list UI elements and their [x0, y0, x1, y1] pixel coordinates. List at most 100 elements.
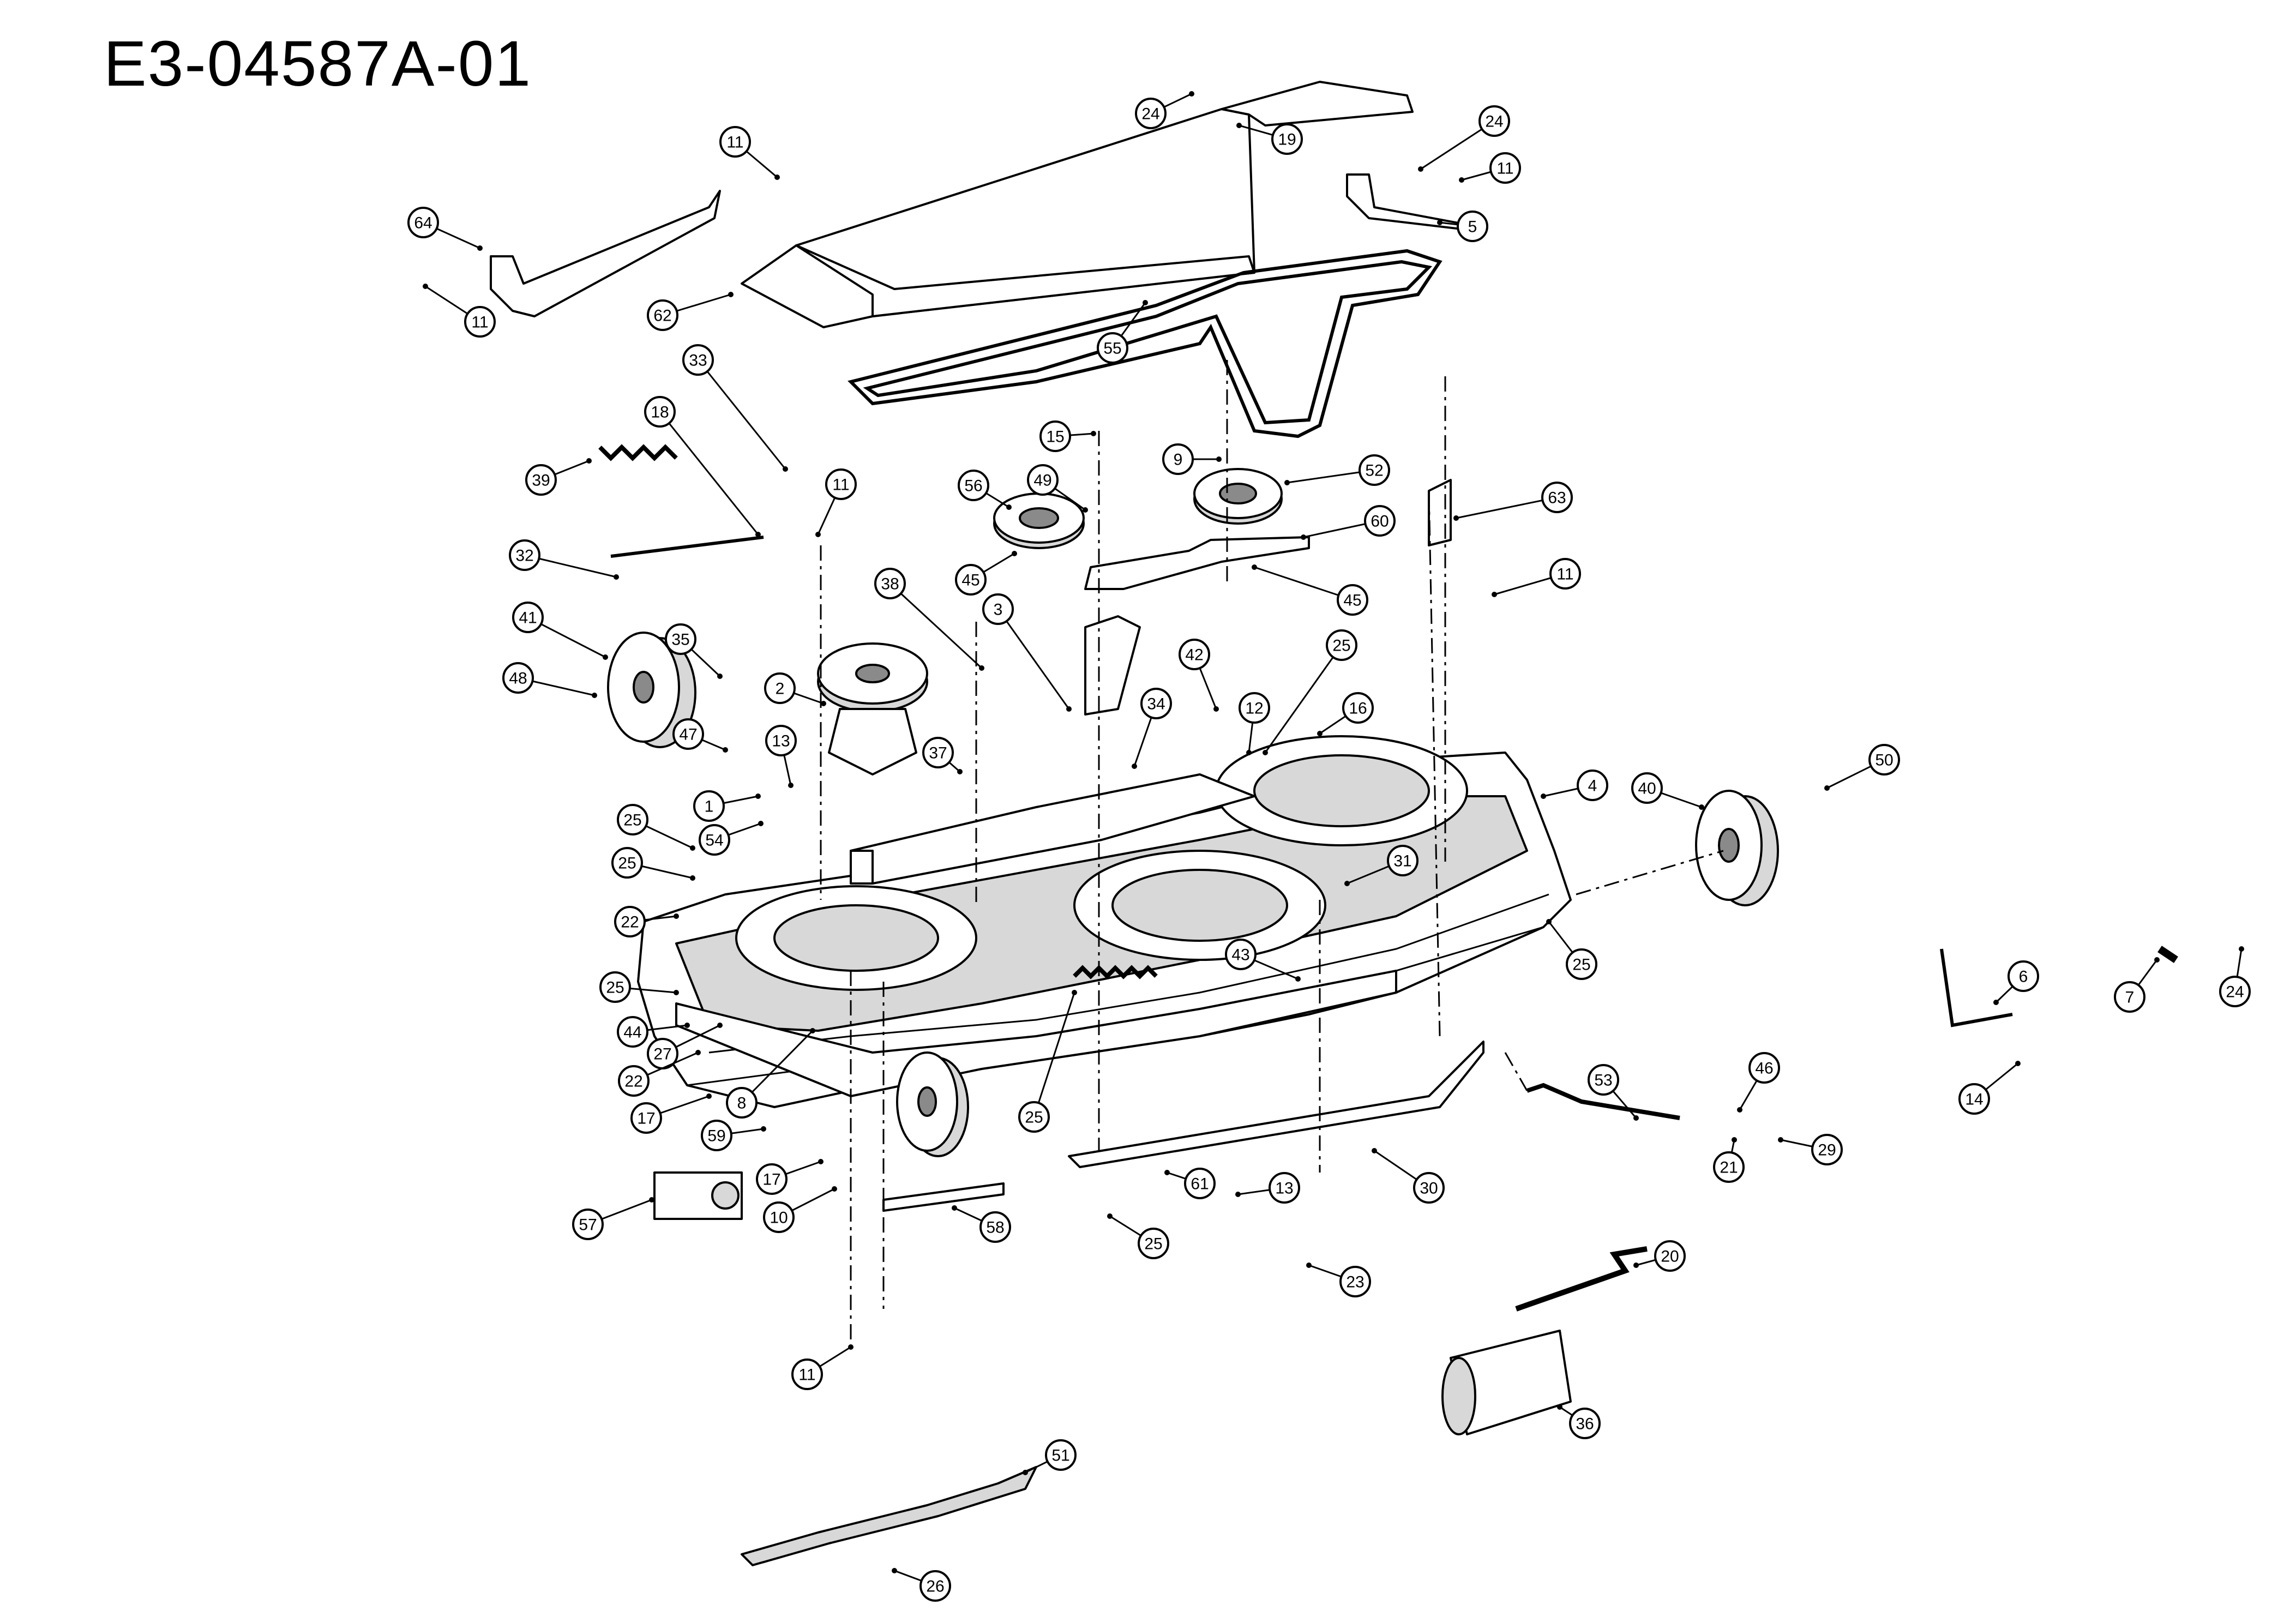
- callout-leader-point: [1091, 431, 1096, 436]
- callout-number: 50: [1875, 752, 1893, 770]
- callout-number: 39: [532, 472, 550, 490]
- roller-36: [1441, 1330, 1572, 1435]
- callout-30: 42: [1179, 639, 1219, 712]
- callout-bubble: [1337, 584, 1368, 616]
- callout-40: 50: [1824, 744, 1900, 791]
- callout-leader-point: [1012, 551, 1017, 556]
- callout-bubble: [1239, 692, 1270, 724]
- callout-leader-point: [690, 875, 695, 881]
- callout-39: 37: [922, 737, 963, 774]
- callout-bubble: [1811, 1134, 1843, 1165]
- callout-leader-point: [1557, 1404, 1562, 1410]
- callout-72: 58: [952, 1205, 1011, 1243]
- callout-number: 44: [623, 1024, 641, 1042]
- idler-pulley-52: [1193, 468, 1283, 525]
- decal-57: [653, 1171, 743, 1220]
- callout-52: 7: [2114, 957, 2160, 1013]
- callout-44: 54: [699, 821, 764, 856]
- callout-78: 51: [1023, 1439, 1077, 1475]
- callout-bubble: [1045, 1439, 1077, 1471]
- callout-leader-point: [674, 990, 679, 995]
- callout-bubble: [1018, 1101, 1050, 1133]
- callout-number: 13: [772, 732, 790, 750]
- callout-number: 1: [705, 798, 714, 816]
- callout-number: 11: [726, 134, 743, 152]
- callout-bubble: [599, 971, 631, 1003]
- callout-32: 2: [764, 672, 826, 706]
- callout-leader-point: [1778, 1137, 1783, 1143]
- callout-number: 25: [1332, 637, 1350, 655]
- callout-number: 16: [1349, 700, 1367, 718]
- callout-number: 53: [1594, 1072, 1612, 1090]
- callout-bubble: [618, 1065, 650, 1097]
- callout-number: 49: [1033, 472, 1051, 490]
- callout-77: 36: [1557, 1404, 1601, 1439]
- callout-bubble: [982, 593, 1014, 625]
- baffle-61: [1068, 1041, 1484, 1168]
- callout-bubble: [464, 306, 496, 338]
- callout-bubble: [1271, 123, 1303, 155]
- callout-number: 17: [762, 1171, 780, 1189]
- callout-number: 6: [2019, 968, 2028, 986]
- callout-bubble: [2008, 960, 2039, 992]
- callout-leader-point: [706, 1093, 712, 1099]
- callout-leader-point: [892, 1568, 897, 1573]
- callout-number: 7: [2125, 989, 2135, 1007]
- callout-leader-point: [821, 701, 826, 706]
- callout-58: 25: [1018, 990, 1077, 1133]
- callout-number: 36: [1576, 1415, 1594, 1433]
- callout-bubble: [764, 672, 796, 704]
- spring-39: [598, 444, 678, 461]
- callout-bubble: [572, 1209, 604, 1240]
- callout-61: 14: [1958, 1061, 2021, 1115]
- callout-leader-point: [952, 1205, 957, 1211]
- callout-number: 11: [471, 314, 488, 332]
- gauge-wheel-40: [1695, 790, 1779, 906]
- callout-bubble: [955, 564, 987, 596]
- callout-leader-point: [1541, 794, 1546, 799]
- callout-47: 22: [614, 906, 679, 937]
- callout-bubble: [958, 470, 989, 501]
- mower-deck-shell: [637, 735, 1572, 1108]
- callout-leader: [1033, 992, 1075, 1117]
- callout-73: 25: [1107, 1213, 1169, 1259]
- callout-bubble: [525, 464, 557, 496]
- callout-bubble: [1027, 464, 1059, 496]
- callout-63: 59: [701, 1120, 766, 1151]
- callout-number: 2: [776, 680, 785, 698]
- callout-leader-point: [1083, 507, 1088, 513]
- callout-bubble: [719, 126, 751, 158]
- callout-64: 17: [756, 1159, 824, 1195]
- callout-leader-point: [1252, 564, 1257, 570]
- callout-leader: [1254, 566, 1353, 601]
- callout-number: 46: [1755, 1060, 1773, 1078]
- callout-bubble: [614, 906, 646, 937]
- callout-number: 29: [1818, 1141, 1836, 1159]
- callout-bubble: [1359, 454, 1390, 486]
- callout-bubble: [1413, 1172, 1445, 1204]
- callout-9: 55: [1097, 300, 1148, 364]
- gauge-wheel-front: [896, 1051, 969, 1157]
- callout-leader-point: [848, 1344, 854, 1350]
- callout-number: 63: [1548, 489, 1566, 507]
- callout-leader-point: [1236, 123, 1242, 128]
- callout-number: 57: [579, 1216, 597, 1234]
- callout-leader-point: [1633, 1263, 1639, 1268]
- callout-number: 31: [1393, 852, 1411, 870]
- callout-bubble: [701, 1120, 732, 1151]
- callout-34: 12: [1239, 692, 1270, 755]
- callout-50: 43: [1225, 939, 1301, 982]
- callout-leader-point: [423, 284, 428, 289]
- callout-bubble: [1097, 332, 1128, 364]
- callout-leader-point: [1023, 1470, 1028, 1475]
- callout-leader-point: [1143, 300, 1148, 305]
- callout-21: 32: [509, 539, 619, 580]
- callout-bubble: [502, 662, 534, 694]
- callout-number: 24: [2226, 983, 2244, 1001]
- callout-bubble: [665, 623, 696, 655]
- callout-number: 9: [1174, 451, 1183, 469]
- callout-number: 13: [1275, 1180, 1293, 1198]
- callout-number: 10: [770, 1209, 788, 1227]
- callout-number: 47: [679, 726, 697, 744]
